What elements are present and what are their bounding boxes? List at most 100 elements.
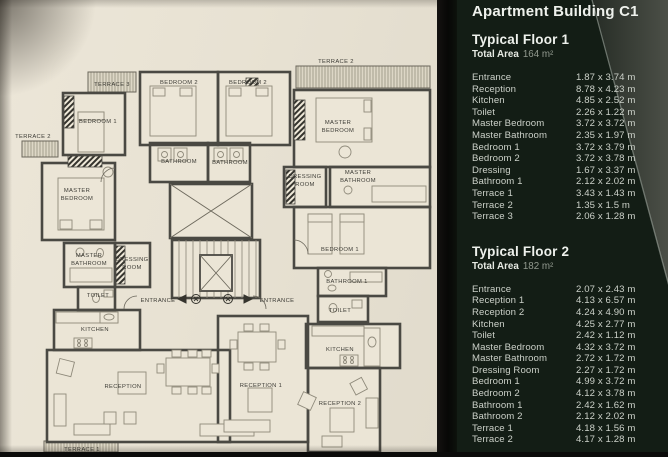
room-dimension-row: Terrace 2 4.17 x 1.28 m: [472, 434, 657, 446]
room-size: 2.72 x 1.72 m: [576, 353, 636, 365]
photo-shadow: [0, 0, 437, 8]
entrance-right-arrow-icon: [223, 294, 254, 304]
room-dimension-row: Bedroom 1 4.99 x 3.72 m: [472, 376, 657, 388]
furniture: [53, 85, 427, 448]
floor-2-name: Typical Floor 2: [472, 243, 570, 259]
room-dimension-row: Terrace 1 4.18 x 1.56 m: [472, 423, 657, 435]
svg-text:BEDROOM 1: BEDROOM 1: [79, 119, 117, 125]
room-name: Master Bathroom: [472, 353, 548, 365]
terrace-2-left-area: [21, 140, 59, 158]
photo-shadow: [0, 0, 12, 452]
room-size: 1.87 x 3.74 m: [576, 72, 636, 83]
room-size: 4.17 x 1.28 m: [576, 434, 636, 446]
entrance-left-arrow-icon: [176, 294, 201, 304]
room-name: Bedroom 2: [472, 388, 520, 400]
page-title: Apartment Building C1: [472, 3, 639, 20]
total-area-label: Total Area: [472, 260, 519, 272]
svg-text:ENTRANCE: ENTRANCE: [260, 298, 295, 304]
room-size: 2.12 x 2.02 m: [576, 176, 636, 188]
room-name: Dressing: [472, 164, 511, 176]
room-dimension-row: Terrace 1 3.43 x 1.43 m: [472, 188, 657, 200]
room-name: Bedroom 1: [472, 376, 520, 388]
floor-2-room-list: Entrance 2.07 x 2.43 m Reception 1 4.13 …: [472, 284, 657, 446]
room-name: Reception 1: [472, 295, 525, 307]
room-size: 2.26 x 1.22 m: [576, 106, 636, 118]
svg-text:BATHROOM: BATHROOM: [212, 160, 248, 166]
room-bedroom2-right: [216, 70, 292, 147]
svg-text:RECEPTION 1: RECEPTION 1: [240, 383, 283, 389]
room-size: 2.06 x 1.28 m: [576, 211, 636, 223]
svg-text:BEDROOM 2: BEDROOM 2: [160, 80, 198, 86]
room-name: Dressing Room: [472, 364, 540, 376]
room-size: 2.27 x 1.72 m: [576, 364, 636, 376]
svg-text:TERRACE 2: TERRACE 2: [318, 59, 354, 65]
svg-text:BATHROOM 1: BATHROOM 1: [326, 279, 367, 285]
room-name: Kitchen: [472, 95, 505, 107]
room-size: 4.18 x 1.56 m: [576, 422, 636, 434]
room-size: 2.12 x 2.02 m: [576, 411, 636, 423]
photo-shadow: [0, 445, 437, 452]
room-name: Terrace 1: [472, 187, 513, 199]
svg-text:TERRACE 2: TERRACE 2: [15, 134, 51, 140]
room-dimension-row: Bedroom 2 3.72 x 3.78 m: [472, 153, 657, 165]
room-name: Kitchen: [472, 318, 505, 330]
room-size: 2.35 x 1.97 m: [576, 129, 636, 141]
total-area-label: Total Area: [472, 49, 519, 60]
room-dimension-row: Bedroom 1 3.72 x 3.79 m: [472, 142, 657, 154]
room-dimension-row: Bathroom 1 2.12 x 2.02 m: [472, 176, 657, 188]
room-dimension-row: Bathroom 2 2.12 x 2.02 m: [472, 411, 657, 423]
svg-text:RECEPTION: RECEPTION: [105, 384, 142, 390]
room-size: 2.42 x 1.62 m: [576, 399, 636, 411]
room-name: Terrace 2: [472, 199, 513, 211]
room-name: Bathroom 2: [472, 411, 523, 423]
room-size: 1.35 x 1.5 m: [576, 199, 630, 211]
room-dimension-row: Kitchen 4.85 x 2.52 m: [472, 95, 657, 107]
room-size: 1.67 x 3.37 m: [576, 164, 636, 176]
stairwell: [170, 238, 262, 300]
room-size: 4.25 x 2.77 m: [576, 318, 636, 330]
spec-panel: Apartment Building C1 Typical Floor 1 To…: [457, 0, 668, 452]
svg-text:RECEPTION 2: RECEPTION 2: [319, 401, 362, 407]
stair-core-x-icon: [199, 254, 233, 292]
room-size: 4.12 x 3.78 m: [576, 388, 636, 400]
floor-1-name: Typical Floor 1: [472, 32, 570, 47]
svg-text:TERRACE 1: TERRACE 1: [64, 447, 100, 452]
total-area-value: 182 m²: [522, 260, 554, 272]
room-size: 3.72 x 3.79 m: [576, 141, 636, 153]
room-size: 3.43 x 1.43 m: [576, 187, 636, 199]
room-name: Terrace 3: [472, 211, 513, 223]
room-name: Bathroom 1: [472, 176, 523, 188]
room-name: Master Bedroom: [472, 118, 545, 130]
room-reception-left: [45, 348, 232, 444]
room-size: 2.42 x 1.12 m: [576, 330, 636, 342]
room-dimension-row: Entrance 2.07 x 2.43 m: [472, 284, 657, 296]
photo-shadow: [0, 0, 110, 110]
door-arcs: [100, 167, 309, 310]
room-name: Entrance: [472, 283, 512, 295]
svg-text:TOILET: TOILET: [87, 293, 109, 299]
room-dimension-row: Kitchen 4.25 x 2.77 m: [472, 319, 657, 331]
room-size: 4.99 x 3.72 m: [576, 376, 636, 388]
room-size: 4.32 x 3.72 m: [576, 341, 636, 353]
room-dimension-row: Master Bedroom 3.72 x 3.72 m: [472, 118, 657, 130]
svg-text:TOILET: TOILET: [329, 308, 351, 314]
room-dimension-row: Toilet 2.26 x 1.22 m: [472, 107, 657, 119]
svg-text:BEDROOM 1: BEDROOM 1: [321, 247, 359, 253]
svg-text:TERRACE 3: TERRACE 3: [94, 82, 130, 88]
room-toilet-right: [316, 294, 370, 324]
terrace-2-right-area: [295, 65, 431, 89]
room-name: Entrance: [472, 72, 512, 83]
floor-1-room-list: Entrance 1.87 x 3.74 m Reception 8.78 x …: [472, 72, 657, 223]
room-dimension-row: Terrace 3 2.06 x 1.28 m: [472, 211, 657, 223]
svg-text:KITCHEN: KITCHEN: [326, 347, 354, 353]
